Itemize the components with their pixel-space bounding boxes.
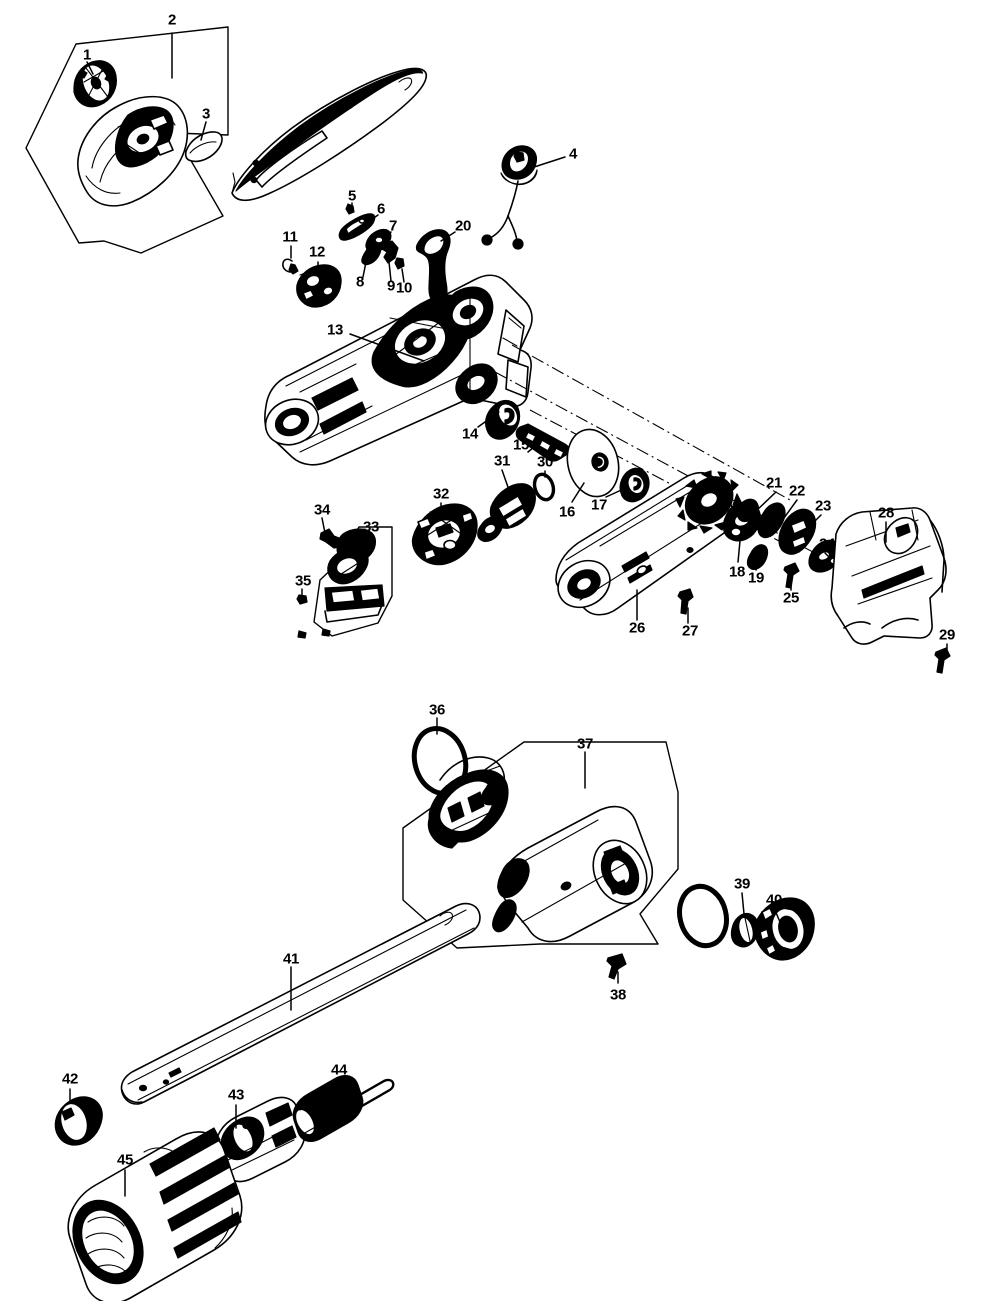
callout-27: 27	[681, 622, 699, 640]
part-29-screw	[934, 643, 951, 674]
callout-24: 24	[818, 535, 836, 553]
part-1-sprocket	[73, 60, 117, 108]
part-32-end-bracket	[411, 502, 478, 566]
callout-35: 35	[294, 572, 312, 590]
callout-38: 38	[609, 986, 627, 1004]
callout-31: 31	[493, 452, 511, 470]
callout-4: 4	[568, 145, 578, 163]
part-45-grip	[67, 1127, 243, 1301]
callout-15: 15	[512, 436, 530, 454]
callout-19: 19	[747, 569, 765, 587]
callout-40: 40	[765, 891, 783, 909]
part-34-terminal	[319, 517, 345, 549]
callout-2: 2	[167, 11, 177, 29]
callout-17: 17	[590, 496, 608, 514]
part-14-bearing	[477, 399, 521, 440]
part-40-coupling-nut	[754, 897, 815, 961]
part-guide-bar	[231, 67, 428, 202]
callout-33: 33	[362, 518, 380, 536]
callout-5: 5	[347, 187, 357, 205]
parts-18-25-switch	[722, 491, 842, 591]
part-13-main-housing	[264, 274, 533, 466]
callout-32: 32	[432, 485, 450, 503]
callout-29: 29	[938, 626, 956, 644]
callout-25: 25	[782, 589, 800, 607]
part-27-screw	[677, 588, 694, 624]
part-26-gear-housing	[555, 470, 742, 621]
part-31-armature	[477, 469, 536, 542]
callout-22: 22	[788, 482, 806, 500]
part-38-screw	[606, 953, 627, 984]
callout-30: 30	[536, 453, 554, 471]
part-4-oil-cap	[481, 145, 566, 250]
callout-20: 20	[454, 217, 472, 235]
callout-36: 36	[428, 701, 446, 719]
callout-18: 18	[728, 563, 746, 581]
callout-39: 39	[733, 875, 751, 893]
callout-16: 16	[558, 503, 576, 521]
part-17-bearing	[605, 467, 650, 503]
part-42-collar	[54, 1088, 103, 1146]
callout-43: 43	[227, 1086, 245, 1104]
callout-7: 7	[388, 217, 398, 235]
part-3-cover-pad	[184, 121, 223, 163]
bracket-group-2	[25, 26, 229, 254]
callout-21: 21	[765, 474, 783, 492]
part-39-bushing	[677, 883, 759, 949]
part-44-drive-rod	[292, 1075, 395, 1142]
part-35-screws	[296, 588, 331, 639]
callout-11: 11	[282, 228, 298, 246]
callout-3: 3	[201, 105, 211, 123]
callout-34: 34	[313, 501, 331, 519]
callout-23: 23	[814, 497, 832, 515]
part-30-oring	[532, 470, 556, 502]
part-37-motor	[492, 805, 654, 943]
part-37-field-assembly	[427, 756, 509, 849]
callout-41: 41	[282, 950, 300, 968]
callout-14: 14	[461, 425, 479, 443]
part-2-chain-cover	[77, 95, 189, 207]
callout-37: 37	[576, 735, 594, 753]
callout-12: 12	[308, 243, 326, 261]
callout-8: 8	[355, 273, 365, 291]
part-41-extension-tube	[120, 902, 481, 1105]
callout-28: 28	[877, 504, 895, 522]
callout-45: 45	[116, 1151, 134, 1169]
callout-9: 9	[386, 277, 396, 295]
parts-5-10-small	[338, 202, 405, 283]
callout-13: 13	[326, 321, 344, 339]
callout-10: 10	[395, 279, 413, 297]
callout-44: 44	[330, 1061, 348, 1079]
callout-26: 26	[628, 619, 646, 637]
part-33-brush-holder	[313, 526, 393, 637]
part-16-disc	[566, 428, 620, 503]
callout-42: 42	[61, 1070, 79, 1088]
callout-6: 6	[376, 200, 386, 218]
part-28-housing-right	[830, 507, 947, 645]
callout-1: 1	[82, 46, 92, 64]
parts-11-12	[282, 245, 342, 308]
part-20-trigger-lever	[415, 229, 456, 305]
part-43-coupler	[215, 1096, 306, 1183]
